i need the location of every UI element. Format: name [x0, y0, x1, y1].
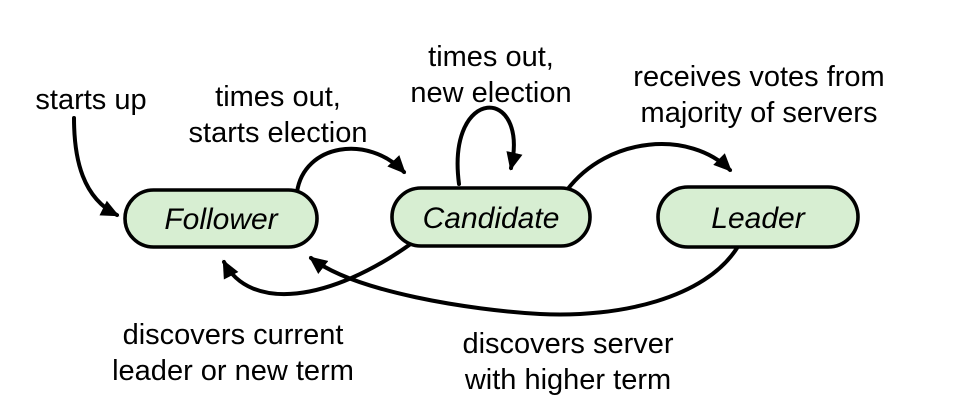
edge-times-out-starts-election: [295, 146, 406, 194]
label-times-out-new-election: times out, new election: [410, 39, 571, 111]
label-line: with higher term: [464, 364, 672, 396]
candidate-node-label: Candidate: [423, 202, 560, 235]
edge-times-out-new-election: [455, 105, 523, 186]
follower-node-label: Follower: [164, 203, 278, 236]
label-line: discovers current: [122, 319, 344, 351]
label-starts-up: starts up: [35, 82, 146, 118]
label-line: new election: [410, 77, 572, 109]
follower-node: [123, 188, 319, 249]
label-receives-votes: receives votes from majority of servers: [633, 59, 884, 131]
label-line: receives votes from: [633, 61, 885, 93]
edge-starts-up: [72, 116, 120, 217]
label-discovers-current-leader: discovers current leader or new term: [112, 317, 354, 389]
label-line: starts up: [35, 84, 147, 116]
label-line: majority of servers: [640, 97, 878, 129]
label-discovers-higher-term: discovers server with higher term: [462, 326, 673, 398]
label-line: times out,: [428, 41, 554, 73]
edge-discovers-higher-term: [308, 246, 739, 317]
leader-node: [656, 185, 860, 249]
label-line: starts election: [188, 117, 368, 149]
label-times-out-starts-election: times out, starts election: [189, 79, 368, 151]
leader-node-label: Leader: [711, 202, 805, 235]
edge-receives-votes: [565, 142, 732, 192]
edge-discovers-current-leader: [222, 241, 414, 297]
label-line: leader or new term: [112, 355, 354, 387]
label-line: times out,: [215, 81, 341, 113]
candidate-node: [390, 186, 592, 248]
label-line: discovers server: [462, 328, 674, 360]
